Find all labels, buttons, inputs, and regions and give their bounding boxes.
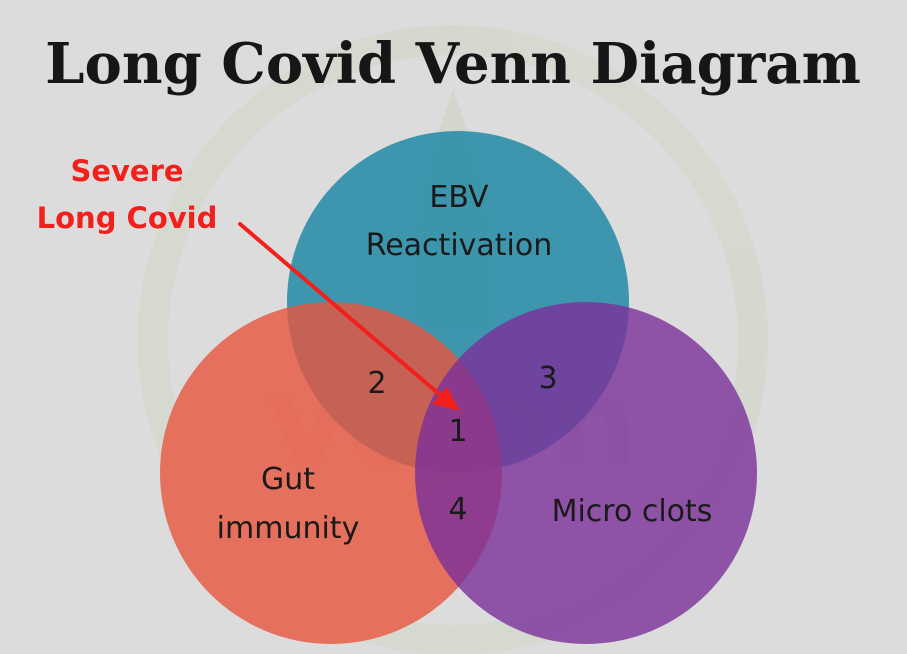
region-1-label: 1	[448, 414, 467, 449]
annotation-line2: Long Covid	[37, 201, 218, 235]
gut-label-line1: Gut	[261, 462, 315, 497]
annotation-line1: Severe	[70, 154, 183, 188]
venn-circles	[160, 131, 757, 644]
region-2-label: 2	[367, 366, 386, 401]
ebv-label-line2: Reactivation	[366, 228, 553, 263]
annotation-arrow	[238, 222, 460, 411]
gut-label-line2: immunity	[217, 511, 360, 546]
micro-clots-circle	[415, 302, 757, 644]
micro-clots-label: Micro clots	[552, 494, 713, 529]
gut-immunity-circle	[160, 302, 502, 644]
region-3-label: 3	[538, 361, 557, 396]
region-4-label: 4	[448, 492, 467, 527]
page-title: Long Covid Venn Diagram	[45, 31, 861, 97]
ebv-label-line1: EBV	[429, 180, 489, 215]
